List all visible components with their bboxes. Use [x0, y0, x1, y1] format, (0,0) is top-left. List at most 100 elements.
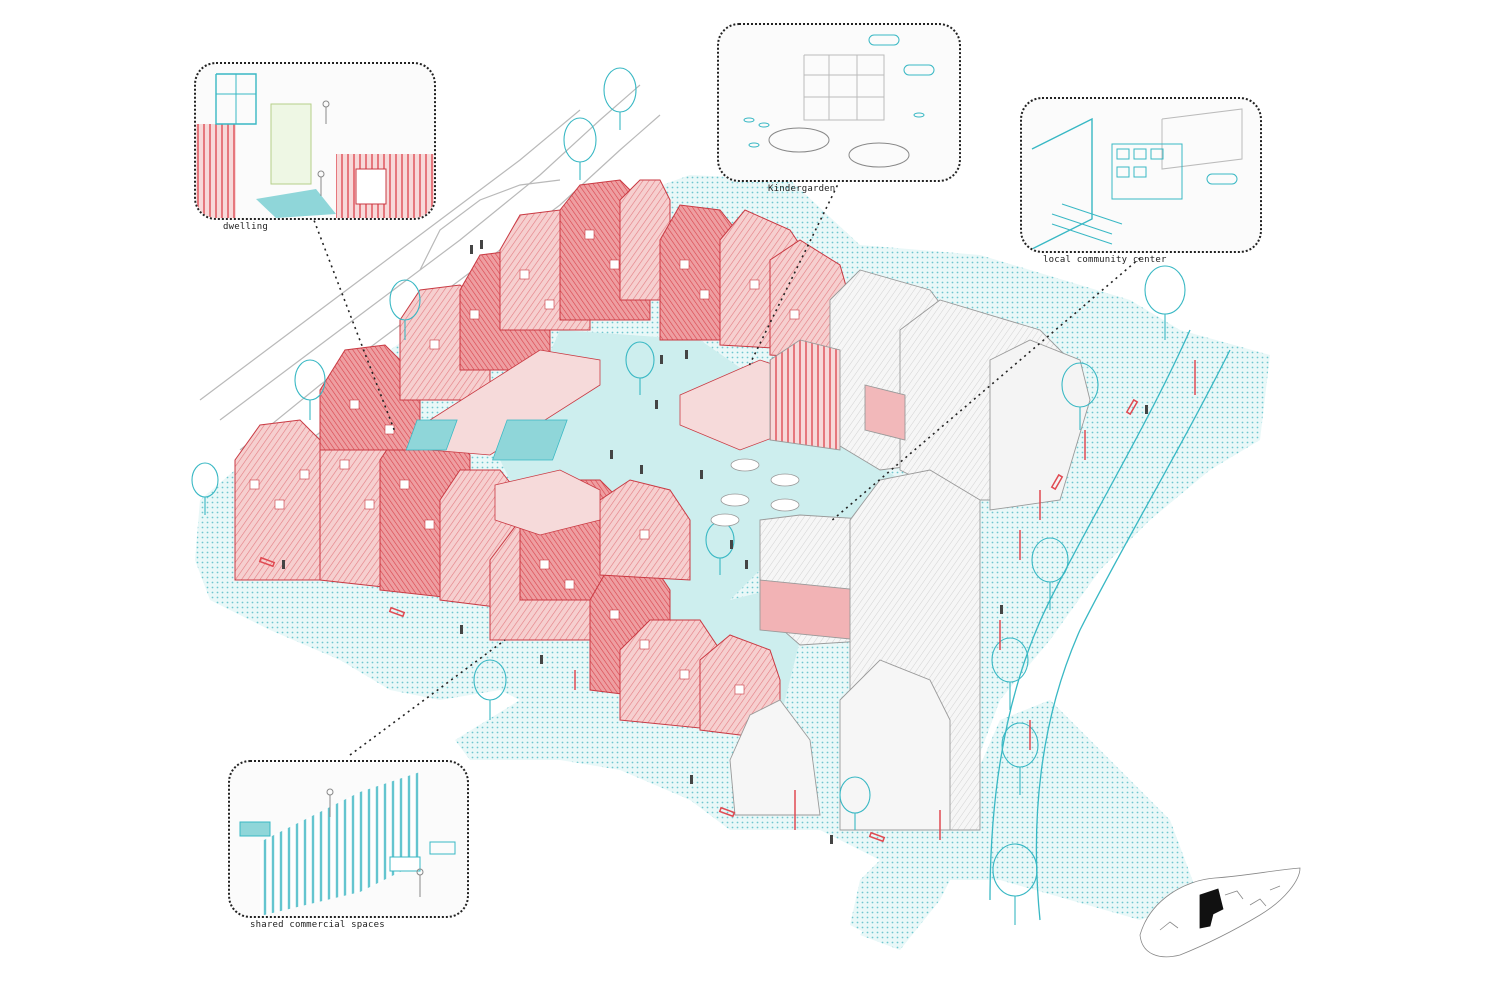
tree-icon: [1061, 362, 1099, 430]
kg-table-icon: [868, 34, 900, 46]
commercial-counter: [389, 856, 421, 872]
window: [399, 479, 410, 490]
window: [564, 579, 575, 590]
window: [274, 499, 285, 510]
person-icon: [322, 100, 330, 108]
tree-icon: [992, 843, 1038, 925]
label-community: local community center: [1043, 255, 1167, 265]
bench-icon: [388, 606, 406, 618]
kg-stool-icon: [758, 122, 770, 128]
window: [544, 299, 555, 310]
cc-table-icon: [1206, 173, 1238, 185]
label-kindergarden: Kindergarden: [768, 184, 836, 194]
commercial-vignette: [239, 772, 456, 916]
window: [699, 289, 710, 300]
tree-icon: [563, 117, 597, 180]
kg-table-icon: [903, 64, 935, 76]
street-area-south-east: [860, 700, 1200, 950]
window: [679, 259, 690, 270]
window: [539, 559, 550, 570]
neighbour-buildings: [729, 269, 1091, 831]
locator-site: [1199, 888, 1224, 929]
window: [639, 639, 650, 650]
kg-play-mat: [848, 142, 910, 168]
red-tower: [769, 339, 841, 451]
pavilion-south: [494, 469, 601, 536]
callout-community: [1020, 97, 1262, 253]
window: [749, 279, 760, 290]
window: [364, 499, 375, 510]
road-curve: [419, 179, 561, 271]
tree-icon: [473, 659, 507, 720]
kg-stool-icon: [743, 117, 755, 123]
grey-house-gable: [729, 699, 821, 816]
commercial-teal-curtain: [260, 772, 420, 916]
tree-icon: [1001, 722, 1039, 795]
tree-icon: [1031, 537, 1069, 610]
kg-play-mat: [768, 127, 830, 153]
person-icon: [745, 560, 748, 569]
label-dwelling: dwelling: [223, 222, 268, 232]
cc-seat-row: [1051, 213, 1113, 235]
community-wall: [759, 579, 861, 641]
person-icon: [830, 835, 833, 844]
leader-dwelling: [311, 214, 396, 433]
cc-seat-row: [1061, 203, 1123, 225]
tree-icon: [839, 776, 871, 830]
bench-icon: [718, 806, 736, 818]
umbrella-icon: [770, 473, 800, 487]
person-icon: [282, 560, 285, 569]
person-icon: [460, 625, 463, 634]
callout-dwelling: [194, 62, 436, 220]
person-icon: [326, 788, 334, 796]
umbrella-icon: [720, 493, 750, 507]
leader-community: [829, 257, 1141, 523]
kg-stool-icon: [913, 112, 925, 118]
person-icon: [317, 170, 325, 178]
window: [384, 424, 395, 435]
kg-shelving: [803, 54, 885, 121]
dwelling-window: [355, 168, 387, 205]
person-icon: [660, 355, 663, 364]
person-icon: [640, 465, 643, 474]
leader-commercial: [349, 639, 506, 756]
umbrella-icon: [770, 498, 800, 512]
cc-panel-cell: [1150, 148, 1164, 160]
street-furniture: [258, 360, 1196, 843]
tree-icon: [603, 67, 637, 130]
climbing-wall: [864, 384, 906, 441]
person-icon: [540, 655, 543, 664]
dwelling-shelves: [215, 73, 257, 125]
trees: [191, 67, 1186, 925]
window: [609, 609, 620, 620]
window: [429, 339, 440, 350]
bench-icon: [258, 556, 276, 568]
bench-icon: [868, 831, 886, 843]
person-icon: [480, 240, 483, 249]
window: [249, 479, 260, 490]
house-n3: [619, 179, 671, 301]
person-icon: [1145, 405, 1148, 414]
bench-icon: [1125, 398, 1139, 416]
person-icon: [610, 450, 613, 459]
housing-block: [234, 179, 851, 741]
label-commercial: shared commercial spaces: [250, 920, 385, 930]
person-icon: [685, 350, 688, 359]
window: [469, 309, 480, 320]
plaza-pad-2: [492, 419, 568, 461]
cc-panel-cell: [1116, 166, 1130, 178]
grey-bldg-5: [839, 659, 951, 831]
curb-2: [1035, 349, 1231, 921]
person-icon: [655, 400, 658, 409]
window: [299, 469, 310, 480]
cc-panel-cell: [1116, 148, 1130, 160]
window: [609, 259, 620, 270]
tree-icon: [294, 359, 326, 420]
umbrella-icon: [730, 458, 760, 472]
cc-panel: [1111, 143, 1183, 200]
kg-stool-icon: [748, 142, 760, 148]
plaza-pad-1: [405, 419, 458, 451]
umbrella-icon: [710, 513, 740, 527]
